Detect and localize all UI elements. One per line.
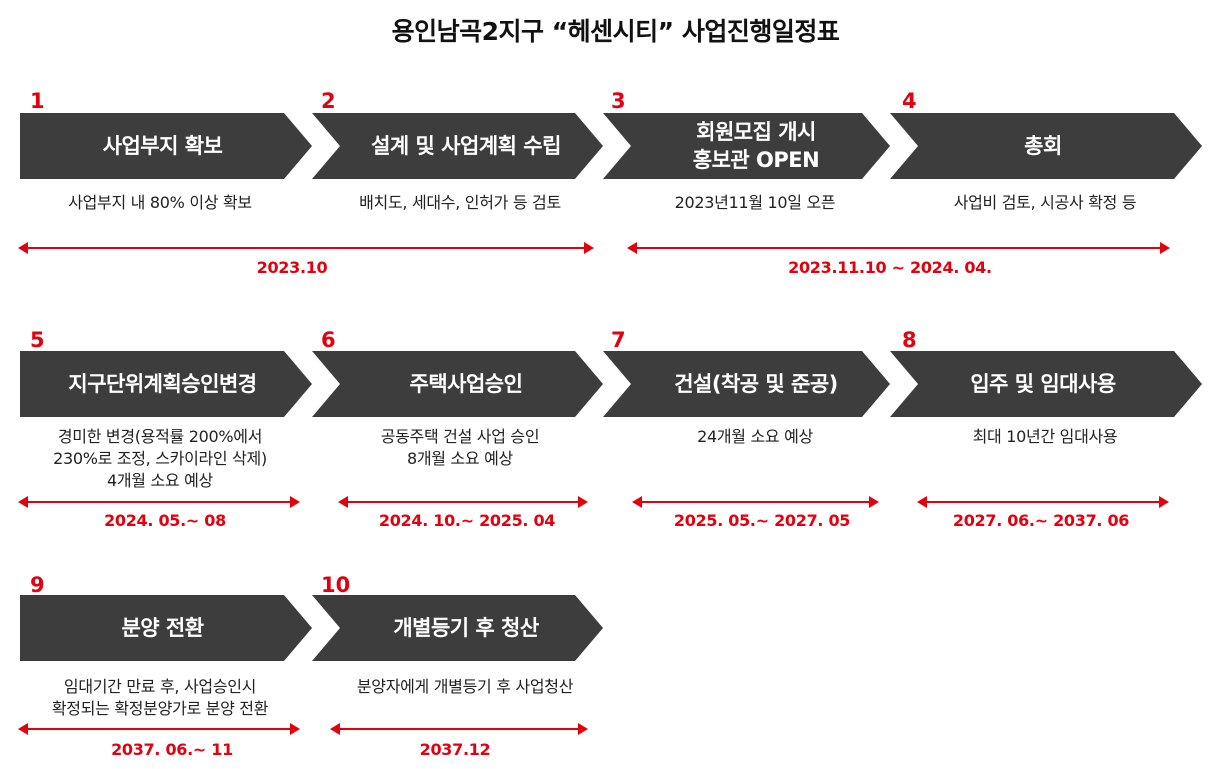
period-arrow-3 — [18, 495, 300, 509]
stage-chevron-7 — [603, 351, 890, 417]
period-label-3: 2024. 05.~ 08 — [104, 511, 226, 530]
stage-chevron-1 — [20, 113, 312, 179]
step-number-2: 2 — [321, 89, 336, 113]
step-description-3: 2023년11월 10일 오픈 — [674, 193, 836, 212]
period-arrow-2 — [627, 241, 1170, 255]
stage-chevron-10 — [312, 595, 603, 661]
step-description-9: 임대기간 만료 후, 사업승인시 확정되는 확정분양가로 분양 전환 — [51, 677, 269, 718]
step-description-6: 공동주택 건설 사업 승인 8개월 소요 예상 — [380, 427, 540, 468]
stage-chevron-6 — [312, 351, 603, 417]
step-description-2: 배치도, 세대수, 인허가 등 검토 — [359, 193, 561, 212]
stage-label-2: 설계 및 사업계획 수립 — [371, 133, 561, 158]
period-arrow-4 — [338, 495, 588, 509]
stage-label-10: 개별등기 후 청산 — [393, 615, 539, 640]
stage-label-9: 분양 전환 — [121, 615, 204, 640]
stage-chevron-8 — [890, 351, 1202, 417]
page-title: 용인남곡2지구 “헤센시티” 사업진행일정표 — [391, 17, 840, 46]
stage-chevron-3 — [603, 113, 890, 179]
stage-chevron-4 — [890, 113, 1202, 179]
stage-label-5: 지구단위계획승인변경 — [68, 371, 257, 396]
period-arrow-8 — [330, 722, 588, 736]
step-number-7: 7 — [611, 328, 626, 352]
period-label-6: 2027. 06.~ 2037. 06 — [952, 511, 1130, 530]
stage-label-1: 사업부지 확보 — [102, 133, 223, 158]
period-arrow-1 — [18, 241, 594, 255]
period-label-8: 2037.12 — [419, 740, 491, 759]
step-description-5: 경미한 변경(용적률 200%에서 230%로 조정, 스카이라인 삭제) 4개… — [53, 427, 267, 490]
step-description-4: 사업비 검토, 시공사 확정 등 — [953, 193, 1137, 212]
stage-label-3: 회원모집 개시 홍보관 OPEN — [692, 119, 820, 172]
step-number-8: 8 — [902, 328, 917, 352]
step-number-5: 5 — [30, 328, 45, 352]
period-label-4: 2024. 10.~ 2025. 04 — [378, 511, 556, 530]
step-number-1: 1 — [30, 89, 45, 113]
stage-chevron-2 — [312, 113, 603, 179]
period-label-7: 2037. 06.~ 11 — [111, 740, 233, 759]
period-arrow-5 — [632, 495, 879, 509]
step-number-10: 10 — [321, 573, 351, 597]
period-arrow-7 — [18, 722, 300, 736]
stage-chevron-5 — [20, 351, 312, 417]
stage-label-7: 건설(착공 및 준공) — [674, 371, 838, 396]
period-arrow-6 — [917, 495, 1169, 509]
period-label-2: 2023.11.10 ~ 2024. 04. — [788, 258, 992, 277]
step-description-7: 24개월 소요 예상 — [697, 427, 813, 446]
period-label-1: 2023.10 — [256, 258, 328, 277]
step-number-9: 9 — [30, 573, 45, 597]
step-number-3: 3 — [611, 89, 626, 113]
step-description-1: 사업부지 내 80% 이상 확보 — [68, 193, 252, 212]
stage-chevron-9 — [20, 595, 312, 661]
step-number-6: 6 — [321, 328, 336, 352]
period-label-5: 2025. 05.~ 2027. 05 — [673, 511, 851, 530]
stage-label-4: 총회 — [1024, 133, 1062, 158]
step-number-4: 4 — [902, 89, 917, 113]
step-description-8: 최대 10년간 임대사용 — [972, 427, 1118, 446]
step-description-10: 분양자에게 개별등기 후 사업청산 — [356, 677, 574, 696]
stage-label-6: 주택사업승인 — [409, 371, 523, 396]
stage-label-8: 입주 및 임대사용 — [970, 371, 1116, 396]
